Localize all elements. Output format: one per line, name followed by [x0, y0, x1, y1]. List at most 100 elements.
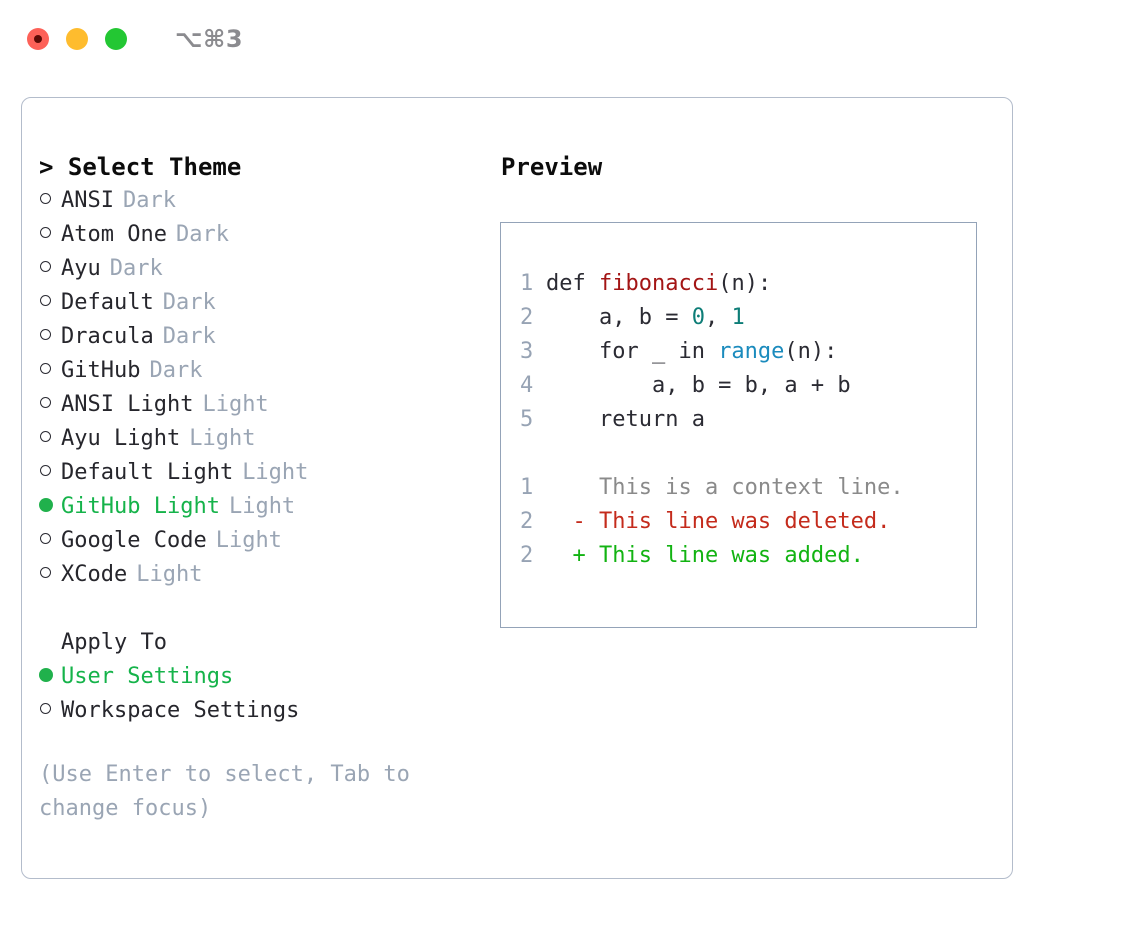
radio-ring-icon: [40, 227, 51, 238]
diff-line: 1 This is a context line.: [520, 471, 976, 505]
list-item-label: GitHub Light: [61, 494, 220, 519]
theme-list-header: > Select Theme: [39, 153, 242, 181]
code-token-plain: (n):: [718, 271, 772, 296]
radio-ring-icon: [40, 193, 51, 204]
code-token-plain: for _ in: [546, 339, 719, 364]
code-token-plain: a, b =: [546, 305, 692, 330]
diff-text-add: + This line was added.: [546, 543, 864, 568]
minimize-button[interactable]: [66, 28, 88, 50]
list-spacer: [39, 592, 492, 626]
radio-ring-icon: [40, 567, 51, 578]
list-item-label: Atom One: [61, 222, 167, 247]
list-item[interactable]: GitHub Dark: [39, 354, 492, 388]
code-token-fn: fibonacci: [598, 271, 719, 296]
code-token-plain: return a: [546, 407, 705, 432]
theme-variant-badge: Light: [242, 460, 309, 485]
list-item[interactable]: Workspace Settings: [39, 694, 492, 728]
list-item-label: Workspace Settings: [61, 698, 300, 723]
list-item-label: GitHub: [61, 358, 141, 383]
diff-sample: 1 This is a context line.2 - This line w…: [520, 471, 976, 573]
line-number: 2: [520, 543, 534, 568]
code-text: a, b = 0, 1: [546, 301, 745, 335]
diff-text-del: - This line was deleted.: [546, 509, 891, 534]
diff-line: 2 - This line was deleted.: [520, 505, 976, 539]
close-button[interactable]: [27, 28, 49, 50]
code-token-plain: (n):: [784, 339, 838, 364]
list-item-label: Default Light: [61, 460, 234, 485]
line-number: 2: [520, 509, 534, 534]
theme-variant-badge: Light: [215, 528, 282, 553]
line-number: 1: [520, 475, 534, 500]
radio-ring-icon: [40, 431, 51, 442]
preview-title: Preview: [501, 153, 603, 181]
apply-to-label: Apply To: [61, 630, 167, 655]
list-item-label: ANSI Light: [61, 392, 194, 417]
radio-ring-icon: [40, 329, 51, 340]
code-token-plain: ,: [704, 305, 732, 330]
list-item-label: XCode: [61, 562, 128, 587]
list-item[interactable]: Default Light Light: [39, 456, 492, 490]
radio-ring-icon: [40, 465, 51, 476]
code-token-num: 1: [731, 305, 745, 330]
code-text: return a: [546, 403, 705, 437]
diff-line: 2 + This line was added.: [520, 539, 976, 573]
list-item-label: Default: [61, 290, 154, 315]
list-item[interactable]: Dracula Dark: [39, 320, 492, 354]
line-number: 5: [520, 407, 534, 432]
code-line: 5 return a: [520, 403, 976, 437]
record-dot-icon: [34, 35, 42, 43]
code-token-call: range: [718, 339, 785, 364]
list-item[interactable]: User Settings: [39, 660, 492, 694]
title-bar: ⌥⌘3: [0, 0, 1140, 78]
radio-dot-icon: [39, 498, 53, 512]
code-token-plain: def: [546, 271, 599, 296]
list-item[interactable]: XCode Light: [39, 558, 492, 592]
zoom-button[interactable]: [105, 28, 127, 50]
theme-variant-badge: Dark: [109, 256, 163, 281]
radio-ring-icon: [40, 261, 51, 272]
code-token-num: 0: [691, 305, 705, 330]
list-item-label: User Settings: [61, 664, 234, 689]
list-item-label: ANSI: [61, 188, 114, 213]
list-item[interactable]: Ayu Light Light: [39, 422, 492, 456]
radio-ring-icon: [40, 295, 51, 306]
line-number: 2: [520, 305, 534, 330]
line-number: 3: [520, 339, 534, 364]
radio-ring-icon: [40, 363, 51, 374]
list-item[interactable]: Atom One Dark: [39, 218, 492, 252]
theme-variant-badge: Light: [189, 426, 256, 451]
theme-variant-badge: Dark: [122, 188, 176, 213]
code-token-plain: a, b = b, a + b: [546, 373, 851, 398]
theme-variant-badge: Dark: [175, 222, 229, 247]
theme-variant-badge: Light: [136, 562, 203, 587]
radio-dot-icon: [39, 668, 53, 682]
radio-ring-icon: [40, 703, 51, 714]
code-text: for _ in range(n):: [546, 335, 837, 369]
keyboard-shortcut-label: ⌥⌘3: [175, 25, 244, 53]
window-controls: [27, 28, 127, 50]
theme-variant-badge: Dark: [162, 324, 216, 349]
code-text: def fibonacci(n):: [546, 267, 771, 301]
code-diff-separator: [520, 437, 976, 471]
list-item-label: Ayu Light: [61, 426, 181, 451]
list-item[interactable]: ANSI Dark: [39, 184, 492, 218]
theme-variant-badge: Dark: [149, 358, 203, 383]
code-text: a, b = b, a + b: [546, 369, 851, 403]
diff-text-ctx: This is a context line.: [546, 475, 904, 500]
code-line: 2 a, b = 0, 1: [520, 301, 976, 335]
list-item-label: Dracula: [61, 324, 154, 349]
code-line: 3 for _ in range(n):: [520, 335, 976, 369]
